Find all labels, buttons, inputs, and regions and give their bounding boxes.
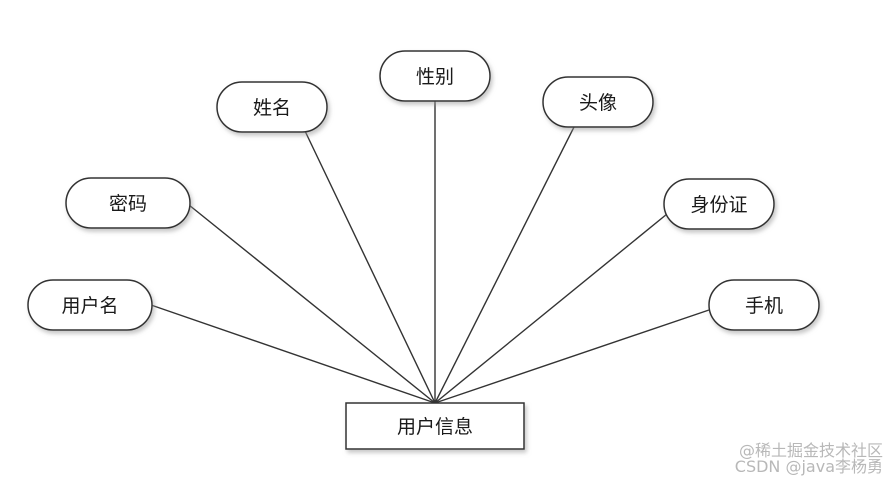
attribute-label-idcard: 身份证 (690, 194, 747, 216)
watermark-juejin: @稀土掘金技术社区 (738, 441, 883, 460)
connector-lines (150, 101, 710, 404)
connector-password (188, 204, 436, 404)
connector-phone (434, 309, 710, 404)
attribute-pill-password (65, 177, 191, 229)
connector-idcard (434, 213, 668, 404)
attribute-pill-phone (708, 279, 820, 331)
entity-label: 用户信息 (397, 416, 473, 438)
attribute-pill-name (216, 81, 328, 133)
entity-box (345, 402, 525, 450)
attribute-label-password: 密码 (109, 193, 147, 215)
entity-user-info: 用户信息 (345, 402, 525, 450)
attribute-label-username: 用户名 (61, 295, 118, 317)
connector-name (304, 130, 436, 404)
attribute-pill-gender (379, 50, 491, 102)
attribute-pill-idcard (663, 178, 775, 230)
attribute-name: 姓名 (216, 81, 328, 133)
attribute-phone: 手机 (708, 279, 820, 331)
connector-avatar (434, 126, 575, 404)
watermark-csdn: CSDN @java李杨勇 (734, 457, 883, 476)
attribute-gender: 性别 (379, 50, 491, 102)
attribute-idcard: 身份证 (663, 178, 775, 230)
attribute-label-name: 姓名 (253, 97, 291, 119)
attribute-password: 密码 (65, 177, 191, 229)
attribute-label-phone: 手机 (745, 295, 783, 317)
attribute-pill-avatar (542, 76, 654, 128)
attribute-label-gender: 性别 (416, 66, 454, 88)
attribute-pill-username (27, 279, 153, 331)
attribute-label-avatar: 头像 (579, 92, 617, 114)
connector-username (150, 304, 436, 404)
attribute-username: 用户名 (27, 279, 153, 331)
attribute-avatar: 头像 (542, 76, 654, 128)
